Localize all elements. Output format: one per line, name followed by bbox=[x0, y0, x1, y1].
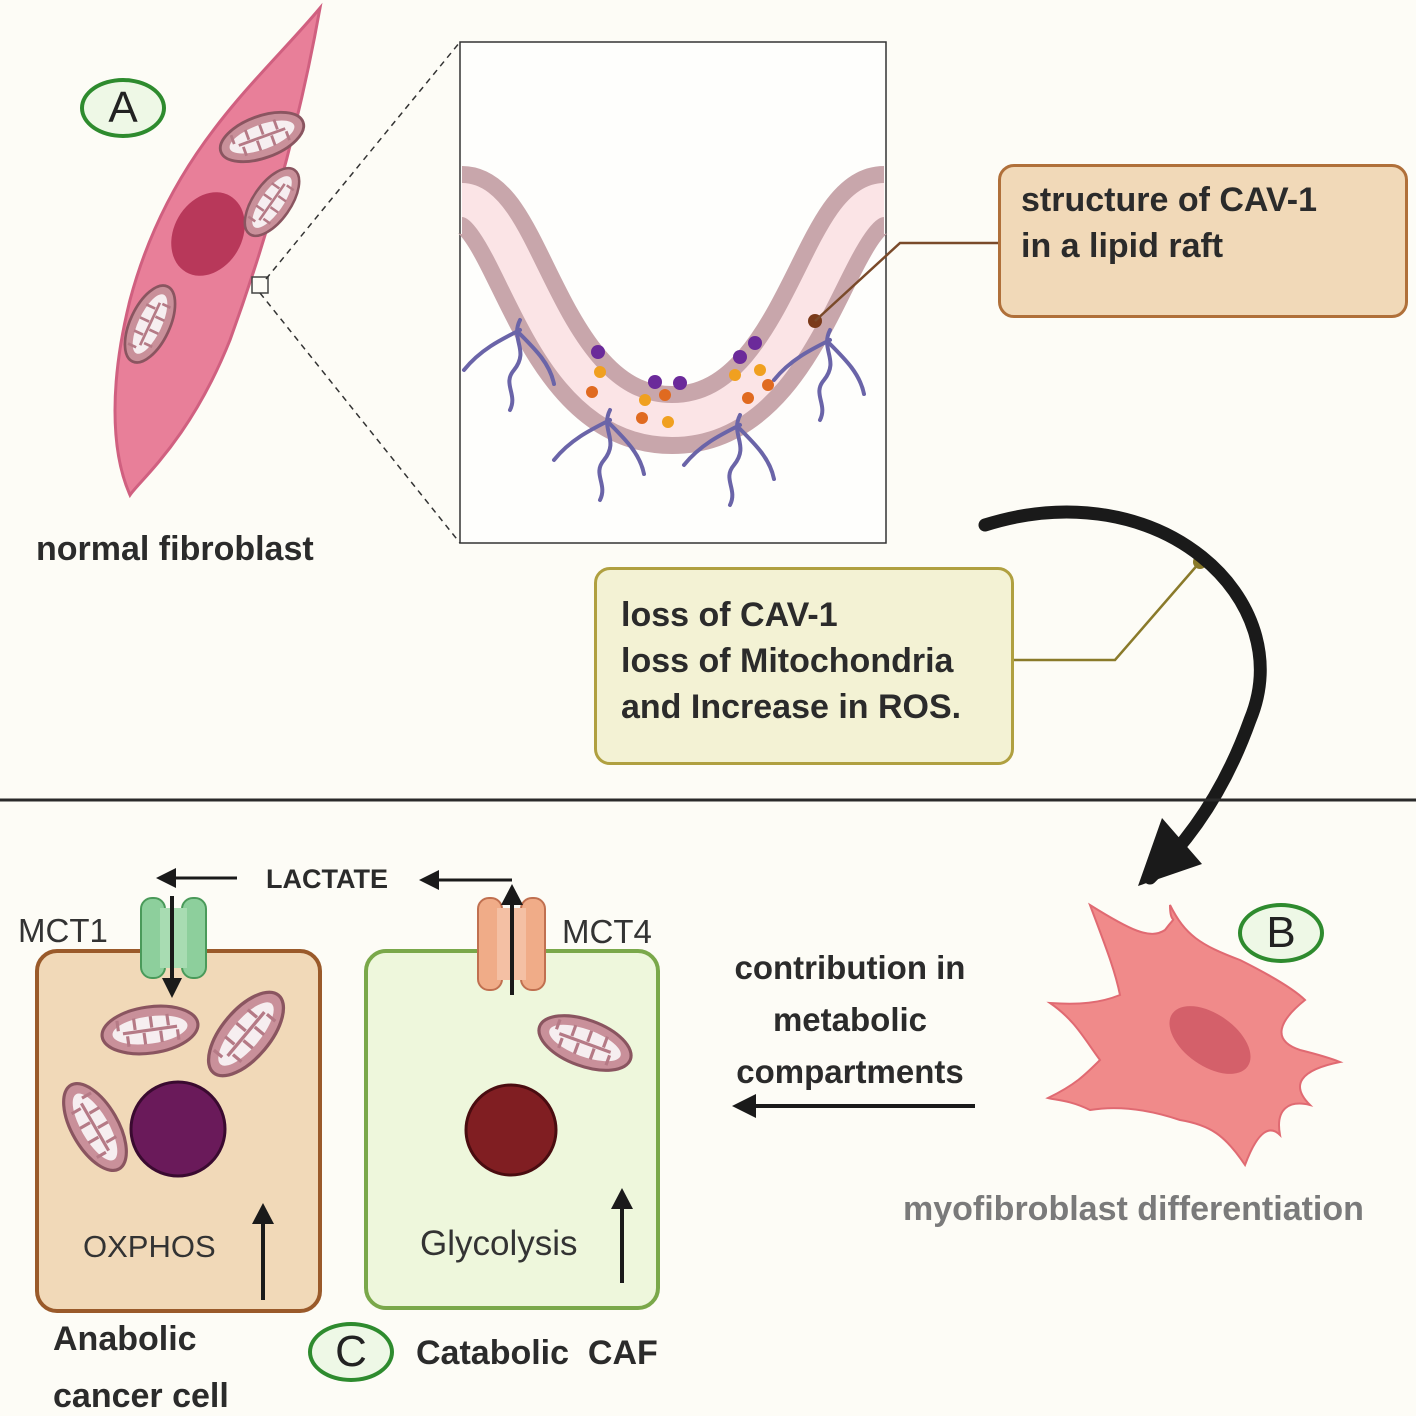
lactate-label: LACTATE bbox=[266, 864, 388, 894]
cav1-structure-callout: structure of CAV-1 in a lipid raft bbox=[998, 164, 1408, 318]
callout-line: loss of Mitochondria bbox=[621, 642, 954, 680]
badge-c: C bbox=[308, 1322, 394, 1382]
oxphos-label: OXPHOS bbox=[83, 1229, 216, 1264]
glycolysis-label: Glycolysis bbox=[420, 1224, 578, 1263]
catabolic-caf-label: Catabolic CAF bbox=[416, 1334, 658, 1372]
callout-line: structure of CAV-1 bbox=[1021, 181, 1317, 219]
normal-fibroblast-label: normal fibroblast bbox=[36, 530, 314, 568]
contribution-line: compartments bbox=[736, 1053, 964, 1090]
myofibroblast-cell bbox=[1045, 902, 1344, 1168]
contribution-label: contribution in metabolic compartments bbox=[730, 942, 970, 1098]
anabolic-cancer-cell bbox=[35, 949, 322, 1313]
loss-callout: loss of CAV-1 loss of Mitochondria and I… bbox=[594, 567, 1014, 765]
anabolic-label-line1: Anabolic bbox=[53, 1320, 197, 1358]
mct1-transporter bbox=[140, 896, 207, 998]
contribution-line: metabolic bbox=[772, 1001, 928, 1038]
cav1-zoom-panel bbox=[453, 41, 892, 544]
callout-line: and Increase in ROS. bbox=[621, 688, 962, 726]
callout-line: in a lipid raft bbox=[1021, 227, 1224, 265]
anabolic-label-line2: cancer cell bbox=[53, 1377, 229, 1415]
mct4-label: MCT4 bbox=[562, 913, 652, 950]
normal-fibroblast-cell bbox=[113, 2, 323, 499]
contribution-line: contribution in bbox=[734, 949, 966, 986]
mct4-transporter bbox=[477, 884, 546, 995]
badge-a: A bbox=[80, 78, 166, 138]
badge-b: B bbox=[1238, 903, 1324, 963]
callout-line: loss of CAV-1 bbox=[621, 596, 838, 634]
mct1-label: MCT1 bbox=[18, 912, 108, 949]
catabolic-caf-cell bbox=[364, 949, 660, 1310]
myofibroblast-label: myofibroblast differentiation bbox=[903, 1190, 1364, 1228]
